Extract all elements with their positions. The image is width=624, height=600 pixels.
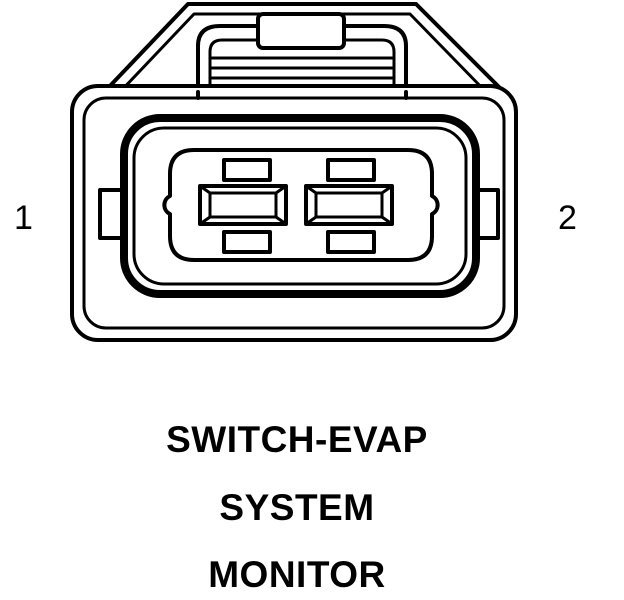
caption-line-3: MONITOR <box>208 554 386 595</box>
caption-line-1: SWITCH-EVAP <box>166 419 428 460</box>
terminal-cavity-2 <box>304 184 394 226</box>
terminal-cavity-1 <box>198 184 288 226</box>
slot-bottom-right <box>326 230 376 254</box>
cavity-frame-inner <box>132 126 468 286</box>
latch-front <box>196 90 408 100</box>
pin-1-label: 1 <box>14 199 33 237</box>
terminal-insert <box>162 148 440 262</box>
connector-top-shroud <box>106 2 502 90</box>
connector-outer-body-inner <box>82 96 506 330</box>
slot-bottom-left <box>222 230 272 254</box>
slot-top-right <box>326 158 376 182</box>
latch-tab <box>196 12 408 94</box>
slot-top-left <box>222 158 272 182</box>
pin-2-label: 2 <box>558 199 577 237</box>
caption-line-2: SYSTEM <box>219 487 375 528</box>
